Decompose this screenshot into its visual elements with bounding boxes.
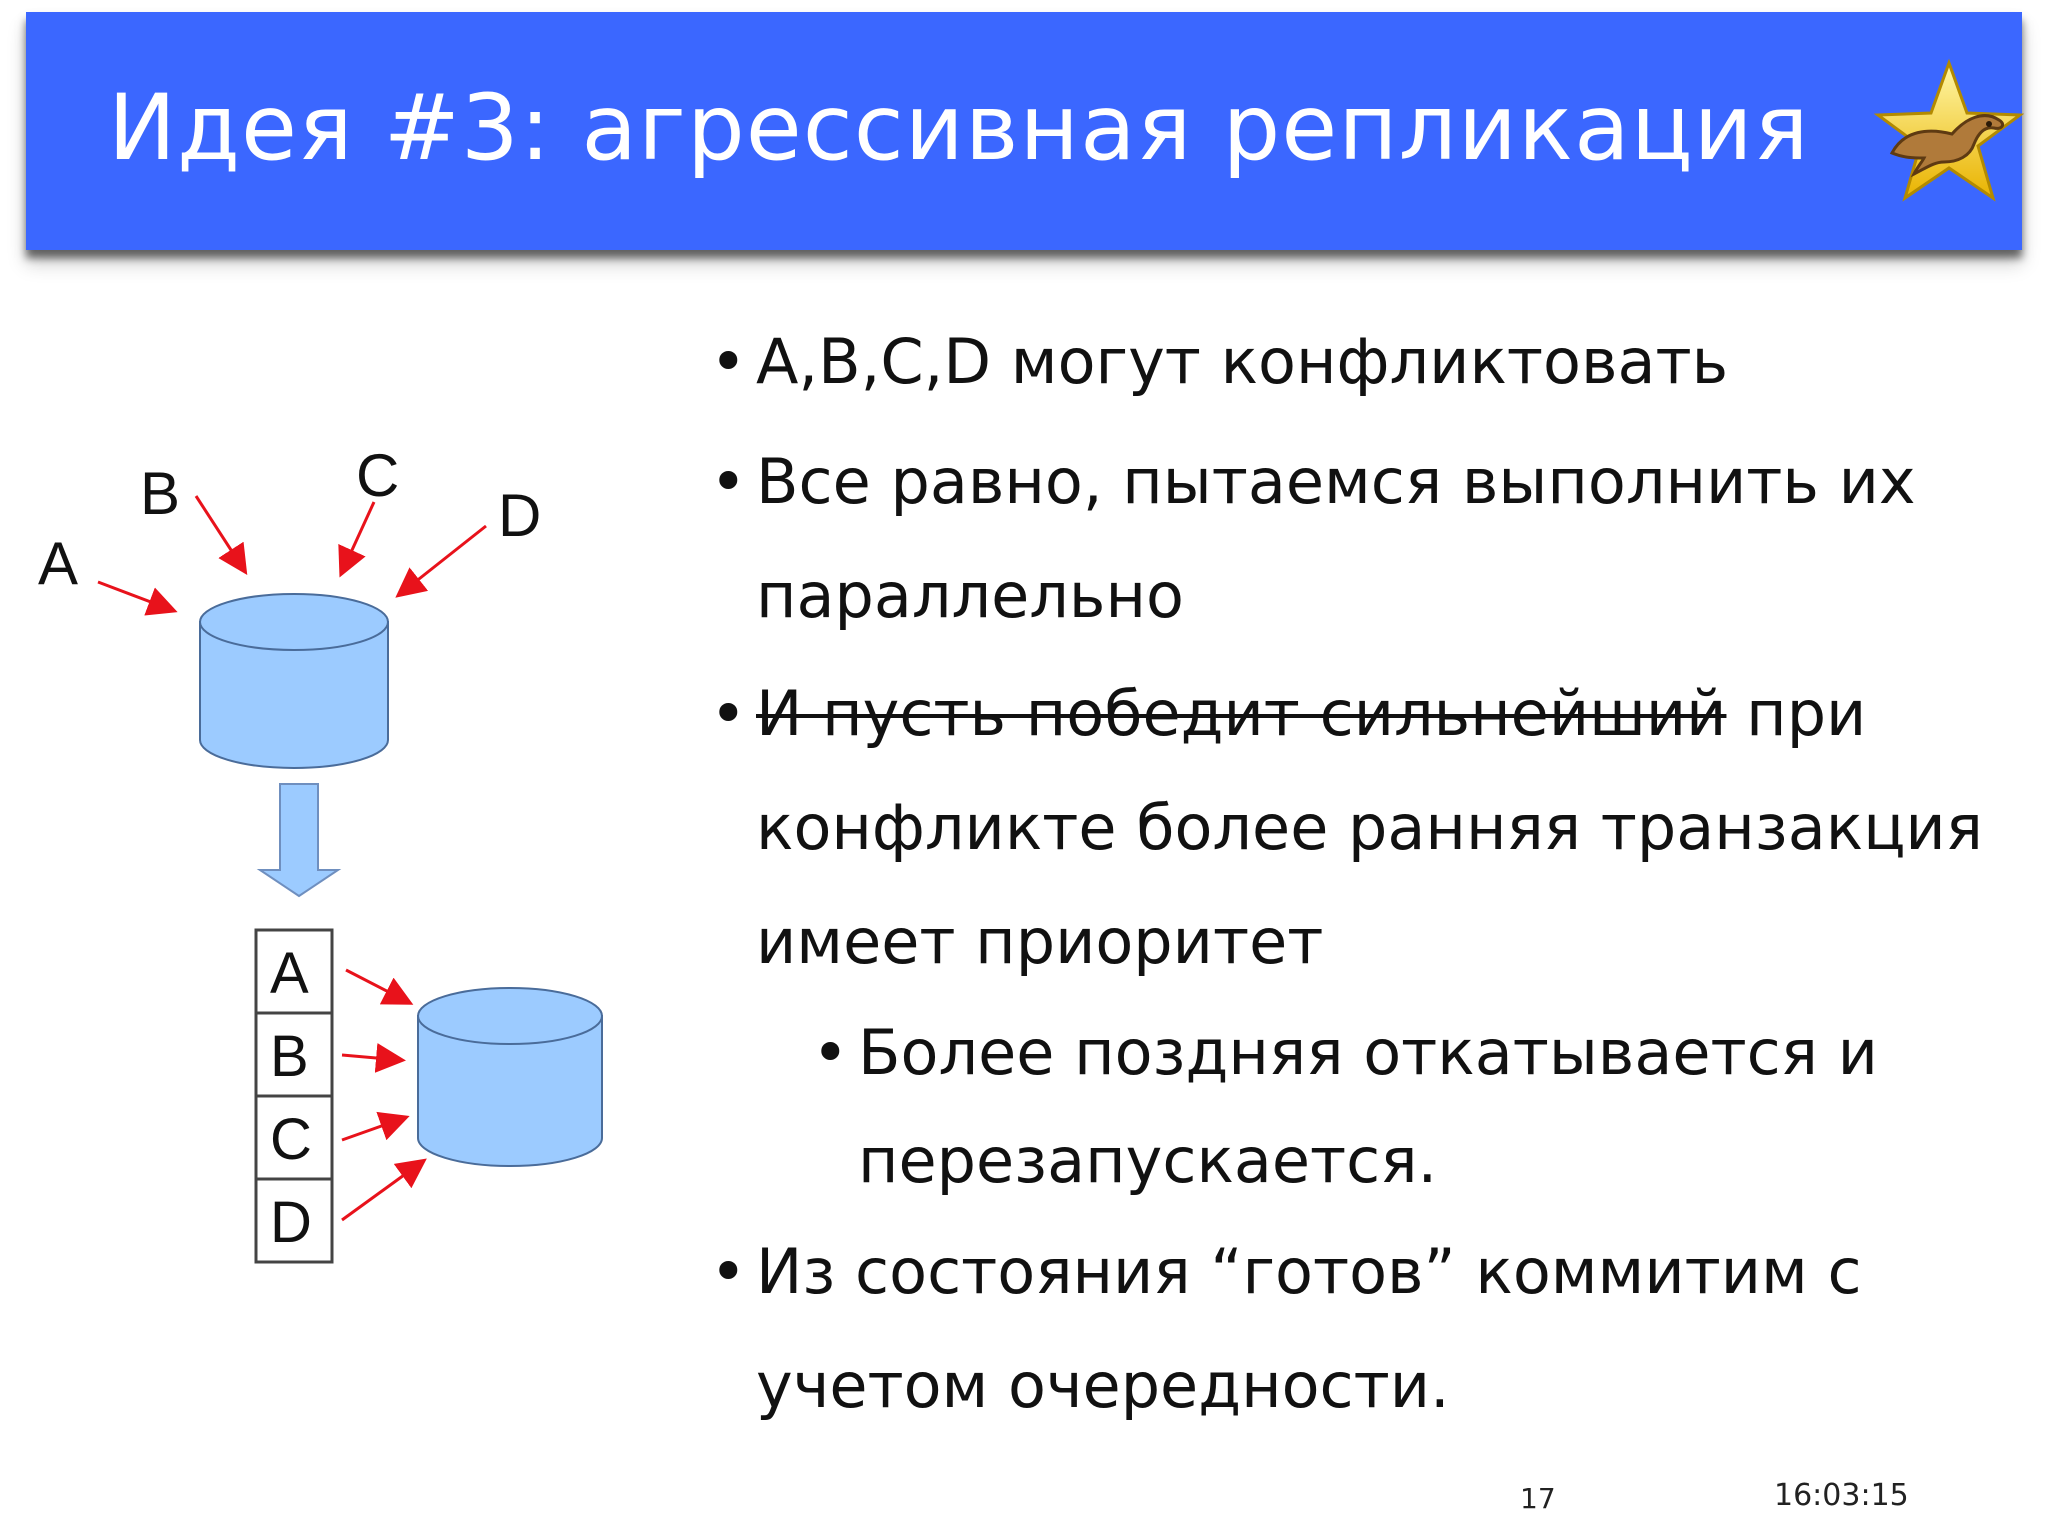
- arrow-d-to-db: [395, 524, 487, 598]
- queue-stack: A B C D: [254, 928, 334, 1264]
- bullet-dot: •: [710, 325, 747, 398]
- arrow-queue-b: [341, 1042, 406, 1073]
- arrow-a-to-db: [97, 580, 178, 616]
- top-label-b: B: [140, 460, 180, 527]
- bullet-list: • A,B,C,D могут конфликтовать • Все равн…: [700, 305, 2030, 1443]
- queue-label-c: C: [270, 1107, 312, 1172]
- queue-label-b: B: [270, 1024, 309, 1089]
- slide-time: 16:03:15: [1774, 1478, 1909, 1513]
- sub-bullet-text: Более поздняя откатывается и перезапуска…: [858, 1016, 1878, 1197]
- bullet-text-1: A,B,C,D могут конфликтовать: [756, 325, 1729, 398]
- bullet-item-1: • A,B,C,D могут конфликтовать: [700, 305, 2030, 419]
- bullet-text-3-struck: И пусть победит сильнейший: [756, 677, 1727, 750]
- bullet-text-4: Из состояния “готов” коммитим с учетом о…: [756, 1235, 1862, 1422]
- queue-label-a: A: [270, 941, 309, 1006]
- bullet-dot: •: [710, 445, 747, 518]
- arrow-queue-a: [345, 968, 414, 1005]
- bullet-dot: •: [710, 1235, 747, 1308]
- slide-title: Идея #3: агрессивная репликация: [108, 76, 1810, 181]
- arrow-c-to-db: [338, 501, 376, 578]
- bullet-item-2: • Все равно, пытаемся выполнить их парал…: [700, 425, 2030, 653]
- bullet-text-2: Все равно, пытаемся выполнить их паралле…: [756, 445, 1916, 632]
- sub-bullet-item: • Более поздняя откатывается и перезапус…: [802, 999, 2030, 1215]
- bullet-item-4: • Из состояния “готов” коммитим с учетом…: [700, 1215, 2030, 1443]
- top-label-d: D: [498, 482, 541, 549]
- top-label-a: A: [38, 530, 78, 597]
- queue-label-d: D: [270, 1190, 312, 1255]
- queue-box-d: [254, 1177, 334, 1264]
- mysql-dolphin-star-logo-icon: [1874, 58, 2024, 202]
- top-label-c: C: [356, 442, 399, 509]
- database-bottom-icon: [417, 987, 603, 1167]
- page-number: 17: [1520, 1482, 1556, 1515]
- arrow-queue-c: [341, 1111, 410, 1142]
- bullet-dot: •: [812, 1016, 849, 1089]
- replication-diagram: A B C D A B C D: [38, 442, 603, 1264]
- arrow-queue-d: [341, 1158, 427, 1222]
- arrow-b-to-db: [194, 495, 248, 576]
- database-top-icon: [199, 593, 389, 769]
- bullet-item-3: • И пусть победит сильнейший при конфлик…: [700, 657, 2030, 999]
- down-arrow-icon: [256, 783, 342, 898]
- title-bar: Идея #3: агрессивная репликация: [26, 12, 2024, 250]
- bullet-text-3: при конфликте более ранняя транзакция им…: [756, 677, 1983, 978]
- bullet-dot: •: [710, 677, 747, 750]
